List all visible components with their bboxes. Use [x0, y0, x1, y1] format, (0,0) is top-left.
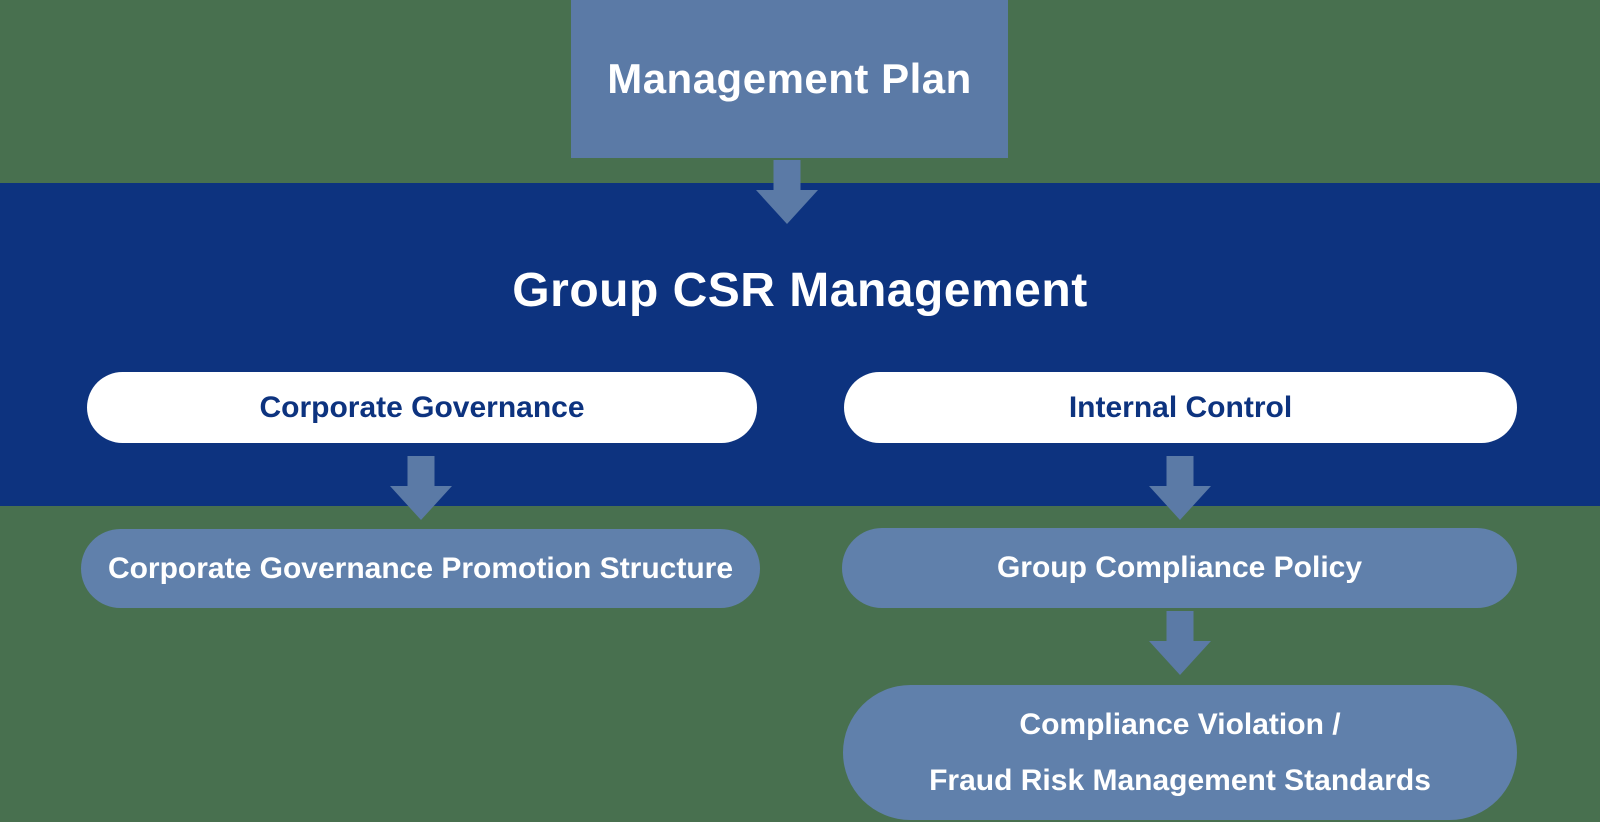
cg-promotion-structure-label: Corporate Governance Promotion Structure	[107, 551, 734, 585]
group-csr-title: Group CSR Management	[512, 264, 1088, 317]
down-arrow-icon	[390, 456, 452, 520]
down-arrow-icon	[756, 160, 818, 224]
compliance-violation-standards-pill: Compliance Violation / Fraud Risk Manage…	[843, 685, 1517, 820]
corporate-governance-label: Corporate Governance	[259, 390, 585, 424]
cg-promotion-structure-pill: Corporate Governance Promotion Structure	[81, 529, 760, 608]
internal-control-label: Internal Control	[1068, 390, 1293, 424]
compliance-violation-line1: Compliance Violation /	[1019, 707, 1341, 741]
down-arrow-icon	[1149, 611, 1211, 675]
group-compliance-policy-pill: Group Compliance Policy	[842, 528, 1517, 608]
group-compliance-policy-label: Group Compliance Policy	[996, 551, 1363, 584]
management-plan-box: Management Plan	[571, 0, 1008, 158]
corporate-governance-pill: Corporate Governance	[87, 372, 757, 443]
group-csr-band	[0, 183, 1600, 506]
internal-control-pill: Internal Control	[844, 372, 1517, 443]
management-plan-label: Management Plan	[607, 55, 972, 102]
down-arrow-icon	[1149, 456, 1211, 520]
compliance-violation-line2: Fraud Risk Management Standards	[929, 763, 1431, 797]
